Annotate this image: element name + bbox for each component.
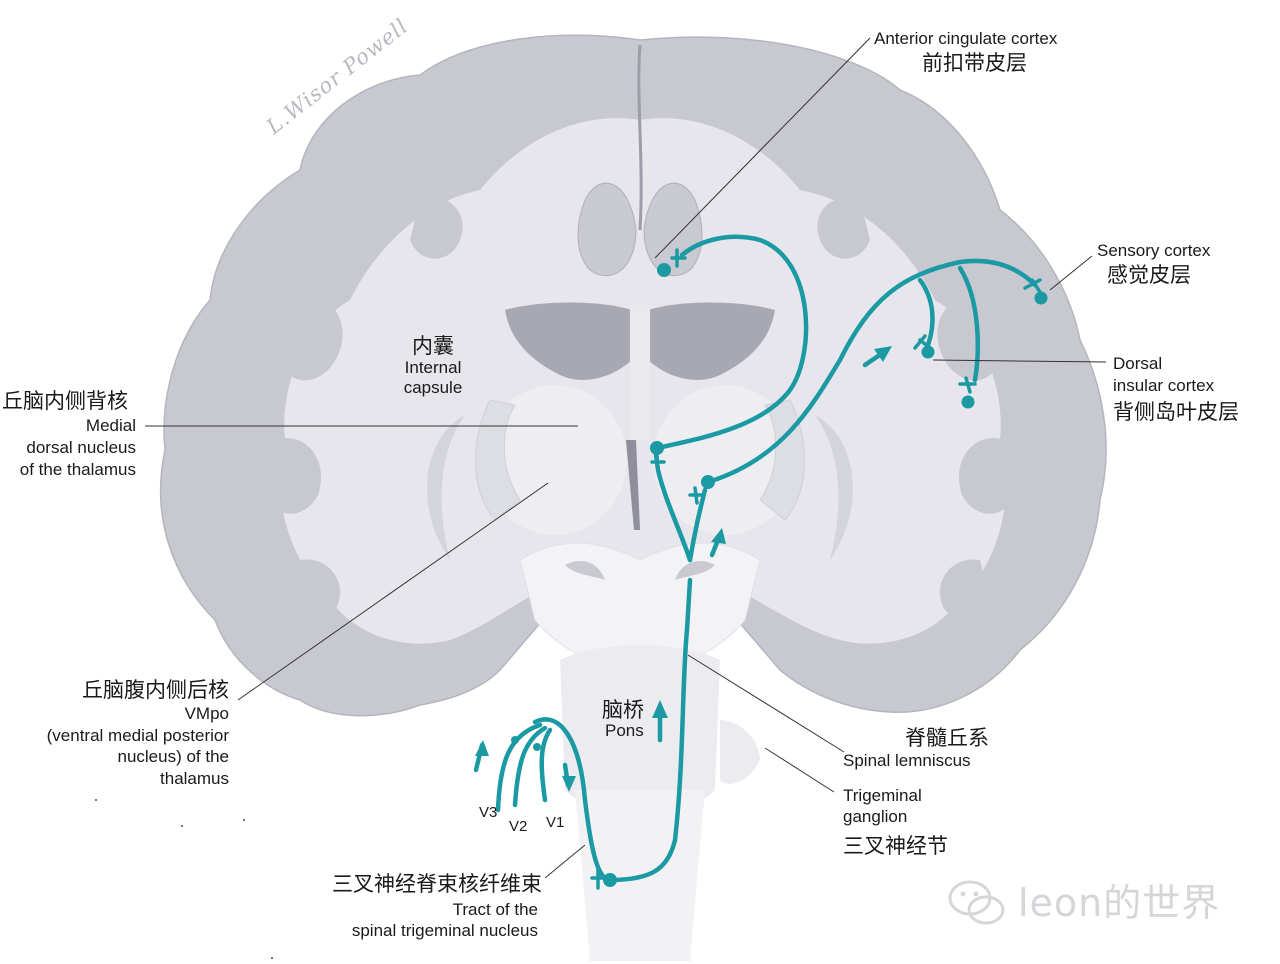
synapse-acc xyxy=(670,248,687,268)
vmpo-to-insula xyxy=(705,258,1038,485)
septum xyxy=(630,305,650,440)
speck-1 xyxy=(95,799,97,801)
label-vmpo-2: (ventral medial posterior xyxy=(46,726,229,745)
gyri-right xyxy=(817,197,1015,623)
neuron-sensory xyxy=(1034,291,1048,305)
cerebral-peduncle xyxy=(565,560,715,580)
insula-branch-1 xyxy=(917,277,935,348)
label-md-1: Medial xyxy=(85,416,136,435)
leader-acc xyxy=(654,37,871,259)
trigeminothalamic-tract xyxy=(607,577,693,883)
neuron-insula-1 xyxy=(921,345,935,359)
label-vmpo-4: thalamus xyxy=(160,769,229,788)
longitudinal-fissure xyxy=(637,44,643,231)
label-internal-capsule-2: capsule xyxy=(403,378,463,397)
neuron-md xyxy=(650,441,664,455)
label-v1: V1 xyxy=(546,814,565,831)
label-sensory-zh: 感觉皮层 xyxy=(1107,263,1191,287)
neuron-acc xyxy=(657,263,671,277)
basal-ganglia-left xyxy=(475,399,521,521)
leader-vmpo xyxy=(237,482,549,701)
leader-tract xyxy=(544,844,586,879)
trigeminal-nerve-shape xyxy=(720,720,760,784)
label-spinal-lemniscus-en: Spinal lemniscus xyxy=(843,751,971,770)
label-tract-zh: 三叉神经脊束核纤维束 xyxy=(332,872,542,896)
synapse-md xyxy=(650,454,666,472)
watermark: leon的世界 xyxy=(1018,881,1221,925)
label-internal-capsule-1: Internal xyxy=(404,358,462,377)
label-md-2: dorsal nucleus xyxy=(26,438,136,457)
label-acc-zh: 前扣带皮层 xyxy=(922,51,1027,75)
label-v3: V3 xyxy=(479,804,498,821)
synapse-sensory xyxy=(1023,278,1042,294)
label-tract-2: spinal trigeminal nucleus xyxy=(351,921,538,940)
label-tract-1: Tract of the xyxy=(452,900,538,919)
arrow-left-down-head xyxy=(562,776,576,792)
third-ventricle xyxy=(626,440,640,530)
spinal-trigeminal-tract xyxy=(532,717,608,881)
label-trigeminal-1: Trigeminal xyxy=(843,786,922,805)
label-md-3: of the thalamus xyxy=(19,460,136,479)
insula-right xyxy=(815,415,853,560)
label-pons-zh: 脑桥 xyxy=(602,698,644,722)
label-v2: V2 xyxy=(509,818,528,835)
speck-2 xyxy=(181,825,183,827)
label-pons-en: Pons xyxy=(605,721,644,740)
label-dorsal-insular-1: Dorsal xyxy=(1113,354,1163,373)
nerve-v1 xyxy=(539,727,553,803)
nerve-v3 xyxy=(495,722,543,813)
label-trigeminal-2: ganglion xyxy=(843,807,908,826)
thalamus-left xyxy=(483,385,627,535)
neuron-tract xyxy=(603,873,617,887)
arrow-left-up-head xyxy=(475,740,489,756)
label-dorsal-insular-2: insular cortex xyxy=(1113,376,1215,395)
label-acc-en: Anterior cingulate cortex xyxy=(874,29,1058,48)
label-md-zh: 丘脑内侧背核 xyxy=(2,389,128,413)
gyri-left xyxy=(265,197,463,623)
leader-insular xyxy=(932,359,1107,363)
synapse-vmpo xyxy=(688,486,704,505)
insula-left xyxy=(427,415,465,560)
arrow-mid-head xyxy=(711,528,726,544)
nerve-v2 xyxy=(512,725,548,808)
synapse-insula-2 xyxy=(958,376,977,394)
speck-4 xyxy=(271,957,273,959)
lateral-ventricles xyxy=(505,302,775,380)
label-vmpo-3: nucleus) of the xyxy=(117,747,229,766)
md-to-acc xyxy=(655,234,809,451)
label-trigeminal-zh: 三叉神经节 xyxy=(843,834,948,858)
leader-trigeminal xyxy=(764,747,835,793)
pathway-to-md xyxy=(653,452,693,563)
neuron-insula-2 xyxy=(961,395,975,409)
ganglion-cell-1 xyxy=(511,736,519,744)
label-vmpo-1: VMpo xyxy=(184,704,229,723)
arrow-pons-head xyxy=(652,700,668,718)
leader-sensory xyxy=(1049,255,1093,291)
wechat-icon xyxy=(948,880,1005,925)
thalamus-right xyxy=(653,385,797,535)
label-spinal-lemniscus-zh: 脊髓丘系 xyxy=(905,726,989,750)
label-vmpo-zh: 丘脑腹内侧后核 xyxy=(82,678,229,702)
label-internal-capsule-zh: 内囊 xyxy=(412,334,454,358)
speck-3 xyxy=(243,819,245,821)
insula-branch-2 xyxy=(957,265,980,383)
label-sensory-en: Sensory cortex xyxy=(1097,241,1211,260)
neuron-vmpo xyxy=(701,475,715,489)
leader-spinal-lemniscus xyxy=(687,654,845,753)
ganglion-cell-2 xyxy=(533,743,541,751)
label-dorsal-insular-zh: 背侧岛叶皮层 xyxy=(1113,400,1239,424)
arrow-right-head xyxy=(874,346,892,362)
